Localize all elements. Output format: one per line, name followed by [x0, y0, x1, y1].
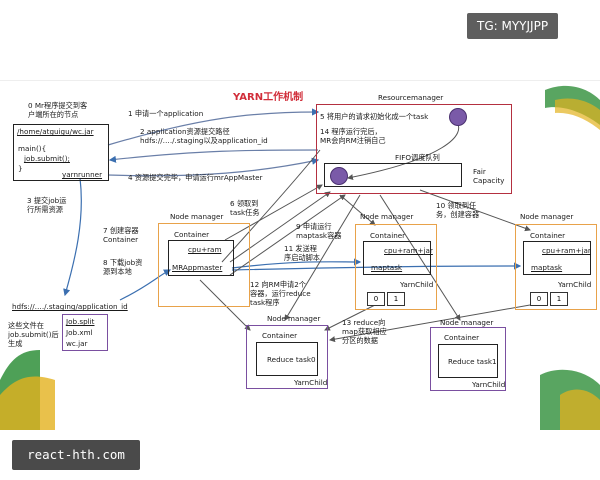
step-13-label: 13 reduce向 map获取相应 分区的数据 [342, 318, 387, 345]
node-manager-4-label: Node manager [267, 314, 321, 323]
container-3-label: Container [530, 231, 566, 240]
node-manager-2-box [355, 224, 437, 310]
container-3-cpu: cpu+ram+jar [542, 246, 591, 255]
client-node-box [13, 124, 109, 181]
hdfs-file-3: wc.jar [66, 339, 88, 348]
client-jar-path: /home/atguigu/wc.jar [17, 127, 94, 136]
node-manager-3-label: Node manager [520, 212, 574, 221]
step-7-label: 7 创建容器 Container [103, 226, 139, 244]
reduce-task-0-label: Reduce task0 [267, 355, 316, 364]
client-code-line-3: } [18, 164, 23, 173]
fifo-queue-title: FIFO调度队列 [395, 153, 440, 162]
step-9-label: 9 申请运行 maptask容器 [296, 222, 342, 240]
site-watermark: react-hth.com [12, 440, 140, 470]
queued-task-dot-icon [330, 167, 348, 185]
container-4-label: Container [262, 331, 298, 340]
yarnchild-3-label: YarnChild [294, 378, 328, 387]
yarnrunner-label: yarnrunner [62, 170, 103, 179]
hdfs-files-box [62, 314, 108, 351]
container-1-cpu: cpu+ram [188, 245, 222, 254]
container-4-box [256, 342, 318, 376]
node-manager-5-box [430, 327, 506, 391]
rm-title: Resourcemanager [378, 93, 444, 102]
hdfs-file-1: Job.split [66, 317, 95, 326]
mrappmaster-label: MRAppmaster [172, 263, 223, 272]
step-6-label: 6 领取到 task任务 [230, 199, 260, 217]
step-14-label: 14 程序运行完后， MR会向RM注销自己 [320, 127, 386, 145]
node-manager-5-label: Node manager [440, 318, 494, 327]
node-manager-1-box [158, 223, 250, 307]
scheduler-types: Fair Capacity [473, 167, 505, 185]
partition-1-cell: 1 [387, 292, 405, 306]
container-2-box [363, 241, 431, 275]
hdfs-file-2: Job.xml [66, 328, 93, 337]
step-8-label: 8 下载job资 源到本地 [103, 258, 143, 276]
partition-0-cell-2: 0 [530, 292, 548, 306]
client-code-line-1: main(){ [18, 144, 47, 153]
container-2-cpu: cpu+ram+jar [384, 246, 433, 255]
step-12-label: 12 向RM申请2个 容器，运行reduce task程序 [250, 280, 311, 307]
step-10-label: 10 领取到任 务，创建容器 [436, 201, 480, 219]
container-5-label: Container [444, 333, 480, 342]
node-manager-1-label: Node manager [170, 212, 224, 221]
fifo-queue-box [324, 163, 462, 187]
partition-1-cell-2: 1 [550, 292, 568, 306]
hdfs-path: hdfs://…./.staging/application_id [12, 302, 128, 311]
step-5-label: 5 将用户的请求初始化成一个task [320, 112, 429, 121]
partition-0-cell: 0 [367, 292, 385, 306]
maptask-2-label: maptask [531, 263, 563, 272]
step-4-label: 4 资源提交完毕，申请运行mrAppMaster [128, 173, 263, 182]
task-dot-icon [449, 108, 467, 126]
container-3-box [523, 241, 591, 275]
step-2-label: 2 application资源提交路径 hdfs://…./.staging以及… [140, 127, 268, 145]
step-0-label: 0 Mr程序提交到客 户端所在的节点 [28, 101, 88, 119]
node-manager-4-box [246, 325, 328, 389]
reduce-task-1-label: Reduce task1 [448, 357, 497, 366]
step-1-label: 1 申请一个application [128, 109, 204, 118]
step-11-label: 11 发送程 序启动脚本 [284, 244, 320, 262]
container-1-label: Container [174, 230, 210, 239]
step-3-label: 3 提交job运 行所需资源 [27, 196, 67, 214]
container-5-box [438, 344, 498, 378]
yarnchild-1-label: YarnChild [400, 280, 434, 289]
container-2-label: Container [370, 231, 406, 240]
container-1-box [168, 240, 234, 276]
hdfs-note: 这些文件在 job.submit()后 生成 [8, 321, 59, 348]
maptask-1-label: maptask [371, 263, 403, 272]
diagram-title: YARN工作机制 [233, 92, 304, 103]
yarnchild-4-label: YarnChild [472, 380, 506, 389]
yarnchild-2-label: YarnChild [558, 280, 592, 289]
slide-area [0, 80, 600, 431]
node-manager-3-box [515, 224, 597, 310]
tg-tag: TG: MYYJJPP [467, 13, 559, 39]
resourcemanager-box [316, 104, 512, 194]
node-manager-2-label: Node manager [360, 212, 414, 221]
client-code-line-2: job.submit(); [24, 154, 70, 163]
